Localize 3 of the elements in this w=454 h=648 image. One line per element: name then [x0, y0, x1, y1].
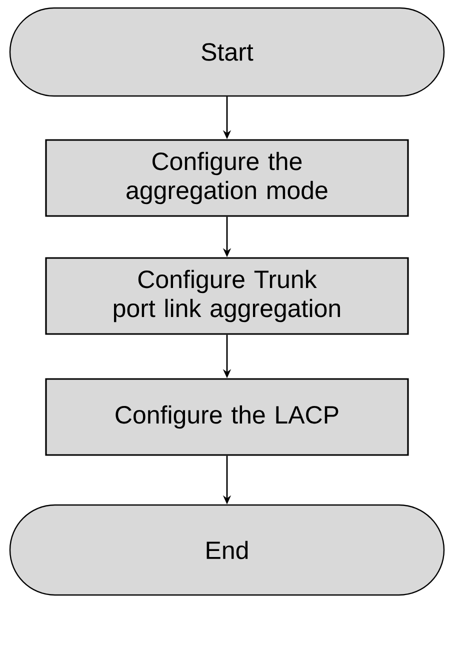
process-box: Configure the aggregation mode	[45, 139, 409, 217]
process-box: Configure Trunk port link aggregation	[45, 257, 409, 335]
process-box: Configure the LACP	[45, 378, 409, 456]
